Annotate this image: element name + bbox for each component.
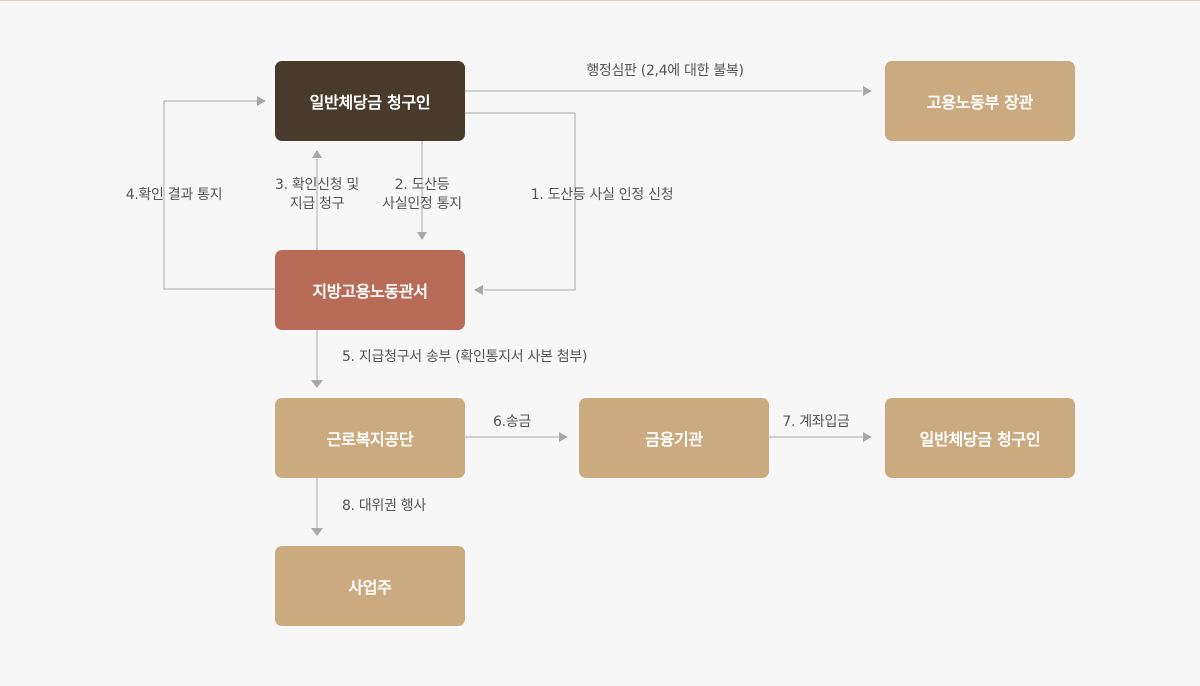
label-step4: 4.확인 결과 통지 [125, 187, 223, 203]
label-appeal: 행정심판 (2,4에 대한 불복) [586, 63, 744, 79]
label-step3-line1: 3. 확인신청 및 [275, 177, 359, 193]
top-divider [0, 0, 1200, 1]
step8-arrowhead [311, 528, 323, 536]
step5-arrowhead [311, 380, 323, 388]
node-regional-office: 지방고용노동관서 [275, 250, 465, 330]
step3-arrowhead [312, 150, 322, 158]
label-step6: 6.송금 [493, 414, 531, 430]
label-step1: 1. 도산등 사실 인정 신청 [530, 187, 674, 203]
node-claimant-top: 일반체당금 청구인 [275, 61, 465, 141]
step6-arrowhead [559, 432, 568, 442]
node-financial-institution: 금융기관 [579, 398, 769, 478]
step4-line [163, 100, 275, 290]
label-step3-line2: 지급 청구 [289, 196, 345, 212]
appeal-arrowhead [863, 86, 872, 96]
node-claimant-right: 일반체당금 청구인 [885, 398, 1075, 478]
label-step5: 5. 지급청구서 송부 (확인통지서 사본 첨부) [342, 349, 588, 365]
step2-arrowhead [417, 232, 427, 240]
node-minister: 고용노동부 장관 [885, 61, 1075, 141]
step1-line [465, 112, 576, 291]
node-employer: 사업주 [275, 546, 465, 626]
label-step2-line2: 사실인정 통지 [382, 196, 462, 212]
label-step7: 7. 계좌입금 [782, 414, 850, 430]
label-step8: 8. 대위권 행사 [342, 498, 426, 514]
step1-arrowhead [474, 285, 483, 295]
step4-arrowhead [257, 96, 266, 106]
label-step2-line1: 2. 도산등 [394, 177, 450, 193]
label-step3: 3. 확인신청 및 지급 청구 [262, 176, 372, 214]
step7-arrowhead [863, 432, 872, 442]
node-welfare-service: 근로복지공단 [275, 398, 465, 478]
label-step2: 2. 도산등 사실인정 통지 [372, 176, 472, 214]
